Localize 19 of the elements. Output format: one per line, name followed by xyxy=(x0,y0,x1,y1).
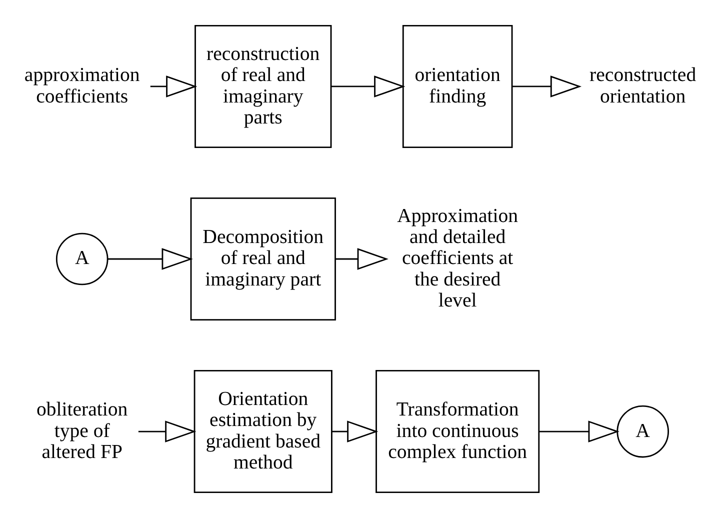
arrow xyxy=(539,420,620,442)
arrow xyxy=(335,248,388,270)
arrow xyxy=(512,76,582,98)
node-text: approximation coefficients xyxy=(24,64,140,108)
arrow xyxy=(331,76,406,98)
arrow xyxy=(332,420,378,442)
node-box: Transformation into continuous complex function xyxy=(376,370,540,494)
node-text: reconstructed orientation xyxy=(590,64,696,108)
node-circle: A xyxy=(56,232,108,286)
node-circle: A xyxy=(616,405,669,458)
node-text: Approximation and detailed coefficients at the desired level xyxy=(397,204,518,312)
arrow xyxy=(138,420,196,442)
node-text: obliteration type of altered FP xyxy=(36,398,128,463)
node-box: orientation finding xyxy=(402,24,513,148)
node-box: Decomposition of real and imaginary part xyxy=(190,197,336,321)
node-box: Orientation estimation by gradient based method xyxy=(194,370,332,494)
arrow xyxy=(150,76,198,98)
arrow xyxy=(108,248,193,270)
node-box: reconstruction of real and imaginary parts xyxy=(194,24,332,148)
